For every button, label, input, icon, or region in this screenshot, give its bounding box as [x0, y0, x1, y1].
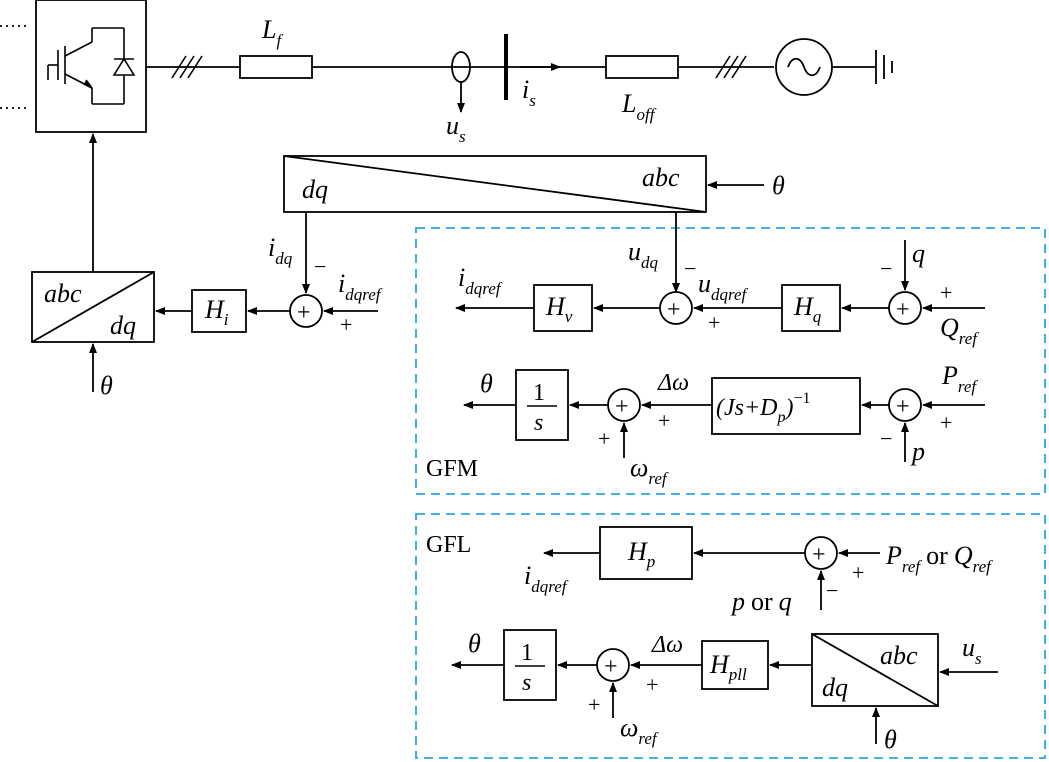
gfm-integrator-num: 1 [533, 380, 545, 406]
udqref-label: udqref [698, 269, 749, 304]
gfm-border [415, 227, 1046, 495]
loff-label: Loff [621, 89, 657, 124]
gfm-delta-plus-sign: + [658, 408, 670, 433]
inverse-park-theta-label: θ [100, 371, 113, 400]
q-sum-sign: + [896, 297, 910, 323]
three-phase-ticks-2 [715, 55, 747, 79]
hq-block [781, 284, 841, 332]
q-meas-label: q [912, 239, 925, 268]
pll-park-abc-label: abc [880, 641, 918, 670]
hp-block [599, 526, 693, 580]
lf-label: Lf [261, 15, 283, 50]
us-label: us [446, 111, 466, 146]
inertia-damping-label: (Js+Dp)−1 [716, 390, 811, 426]
gfl-delta-plus-sign: + [646, 672, 658, 697]
gfl-integrator-den: s [522, 670, 531, 696]
hi-label: Hi [204, 295, 229, 329]
gfl-idqref-label: idqref [524, 561, 569, 596]
three-phase-ticks-1 [171, 55, 203, 79]
inverse-park-abc-label: abc [44, 279, 82, 308]
voltage-minus-sign: − [684, 256, 696, 281]
gfm-theta-out-label: θ [480, 369, 493, 398]
park-transform-top: dq abc θ [283, 155, 785, 213]
hv-label: Hv [545, 292, 573, 326]
power-plus-sign: + [852, 560, 864, 585]
current-plus-sign: + [340, 312, 352, 337]
q-minus-sign: − [880, 256, 892, 281]
inertia-damping-block [711, 377, 861, 435]
pref-label: Pref [941, 361, 978, 396]
inverter-block [35, 0, 147, 133]
voltage-plus-sign: + [708, 310, 720, 335]
current-sum-sign: + [297, 300, 311, 326]
filter-inductor-lf [239, 55, 313, 79]
p-minus-sign: − [880, 426, 892, 451]
gfl-omega-plus-sign: + [588, 692, 600, 717]
qref-label: Qref [940, 313, 979, 348]
p-plus-sign: + [940, 410, 952, 435]
park-top-abc-label: abc [642, 163, 680, 192]
idq-label: idq [268, 233, 293, 268]
current-minus-sign: − [314, 254, 326, 279]
gfm-omega-plus-sign: + [598, 426, 610, 451]
gfl-theta-out-label: θ [468, 629, 481, 658]
gfm-idqref-label: idqref [458, 263, 503, 298]
hi-block [191, 289, 247, 333]
gfm-integrator-den: s [534, 410, 543, 436]
sine-wave-icon [787, 57, 821, 77]
hq-label: Hq [793, 292, 822, 326]
ground-icon [875, 50, 893, 84]
voltage-sum-sign: + [667, 297, 681, 323]
igbt-diode-icon [47, 27, 136, 105]
gfl-omega-sum-sign: + [604, 654, 618, 680]
pll-park-diagonal [811, 633, 939, 707]
hp-label: Hp [627, 537, 655, 571]
gfl-delta-omega-label: Δω [651, 632, 683, 658]
pll-theta-in-label: θ [884, 725, 897, 754]
gfm-delta-omega-label: Δω [657, 370, 689, 396]
power-minus-sign: − [826, 578, 838, 603]
grid-inductor-loff [605, 55, 679, 79]
udq-label: udq [628, 237, 659, 272]
park-top-dq-label: dq [302, 175, 328, 204]
hpll-label: Hpll [709, 650, 747, 684]
is-label: is [522, 75, 536, 110]
park-top-diagonal [283, 155, 707, 213]
gfl-border [415, 513, 1046, 759]
power-stage: Lf us is Loff [0, 0, 893, 146]
gfm-omega-sum-sign: + [615, 394, 629, 420]
gfm-region: GFM udq − + Hv idqref Hq udqref + + q − … [415, 212, 1046, 495]
gfl-integrator-num: 1 [521, 640, 533, 666]
park-top-theta-label: θ [772, 171, 785, 200]
gfl-omega-ref-label: ωref [620, 713, 659, 748]
current-loop: abc dq θ Hi + idq − idqref + [31, 133, 383, 400]
power-sum-sign: + [812, 542, 826, 568]
gfm-omega-ref-label: ωref [630, 453, 669, 488]
idqref-label: idqref [338, 269, 383, 304]
pll-park-dq-label: dq [822, 673, 848, 702]
gfm-label: GFM [426, 456, 478, 482]
q-plus-sign: + [940, 280, 952, 305]
inverse-park-diagonal [31, 271, 155, 343]
p-sum-sign: + [896, 394, 910, 420]
gfl-label: GFL [426, 532, 471, 558]
pll-us-label: us [962, 633, 982, 668]
inverse-park-dq-label: dq [110, 311, 136, 340]
p-meas-label: p [910, 437, 925, 466]
hv-block [533, 284, 593, 332]
